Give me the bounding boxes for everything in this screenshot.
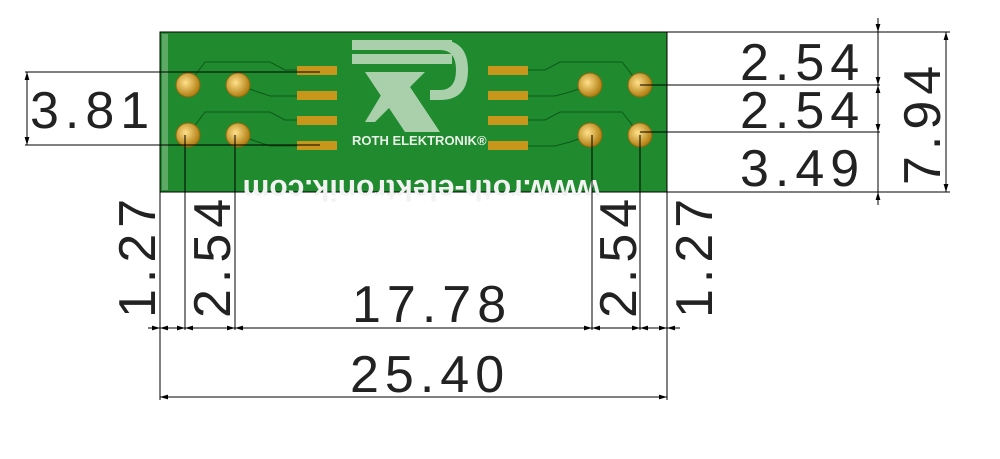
dim-bottom-right-pitch: 2.54 bbox=[590, 193, 648, 318]
dim-bottom-left-pitch: 2.54 bbox=[184, 193, 242, 318]
url-text-mirrored: www.roth-elektronik.com bbox=[243, 173, 601, 206]
dim-right-top: 2.54 bbox=[740, 34, 865, 92]
pcb-board: ROTH ELEKTRONIK® www.roth-elektronik.com bbox=[159, 31, 668, 206]
dim-right-mid: 2.54 bbox=[740, 82, 865, 140]
brand-text: ROTH ELEKTRONIK® bbox=[352, 133, 487, 148]
roth-logo bbox=[352, 40, 468, 132]
dim-total-width: 25.40 bbox=[350, 346, 510, 404]
svg-text:www.roth-elektronik.com: www.roth-elektronik.com bbox=[243, 173, 601, 206]
dim-right: 2.54 2.54 3.49 7.94 bbox=[640, 18, 952, 205]
dim-bottom-center: 17.78 bbox=[352, 276, 512, 334]
dim-bottom: 1.27 2.54 17.78 2.54 1.27 25.40 bbox=[109, 135, 724, 404]
dim-bottom-right-edge: 1.27 bbox=[666, 193, 724, 318]
dim-left-pitch: 3.81 bbox=[24, 71, 320, 146]
dim-right-total: 7.94 bbox=[894, 60, 952, 185]
svg-text:3.81: 3.81 bbox=[30, 82, 155, 140]
dim-bottom-left-edge: 1.27 bbox=[109, 193, 167, 318]
dim-right-bottom: 3.49 bbox=[740, 140, 865, 198]
